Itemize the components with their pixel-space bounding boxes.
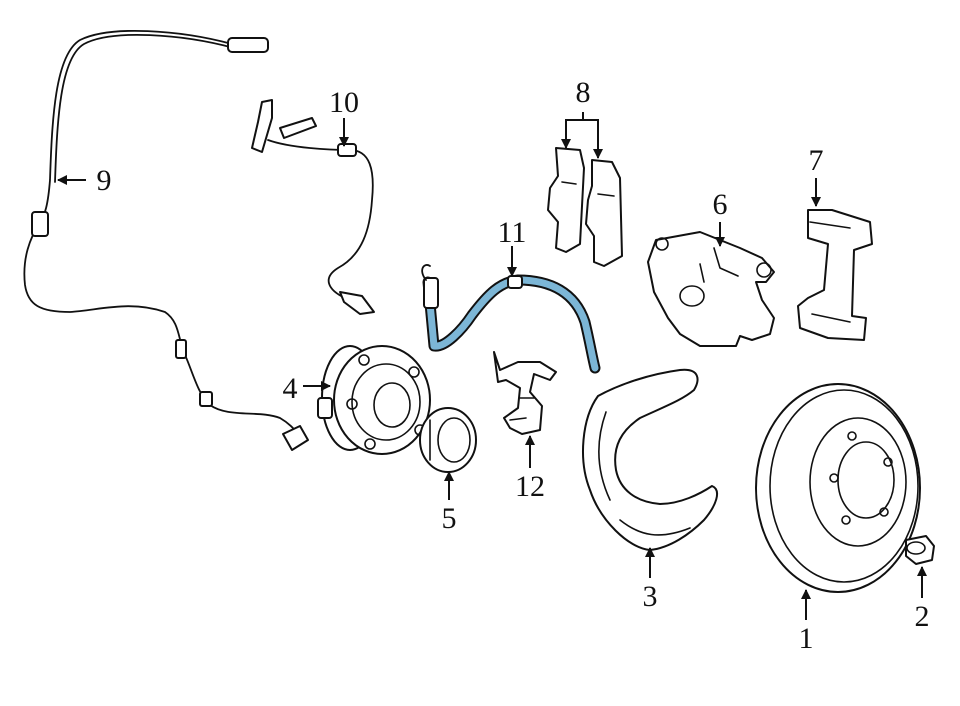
callout-6: 6 [713,188,728,221]
callout-5: 5 [442,502,457,535]
callout-9: 9 [97,164,112,197]
callout-10: 10 [329,86,359,119]
part-8-brake-pads[interactable] [547,147,623,267]
part-1-brake-rotor[interactable] [755,383,921,593]
part-10-wear-sensor[interactable] [251,99,375,315]
callout-3: 3 [643,580,658,613]
part-11-brake-hose[interactable] [421,264,601,374]
callout-2: 2 [915,600,930,633]
part-6-caliper[interactable] [647,231,775,347]
part-4-hub-bearing[interactable] [317,345,431,455]
part-2-bolt[interactable] [905,535,935,565]
callout-12: 12 [515,470,545,503]
part-3-splash-shield[interactable] [582,368,719,551]
part-7-caliper-bracket[interactable] [797,209,873,341]
part-5-seal[interactable] [419,407,477,473]
leader-arrows [57,112,927,620]
callout-1: 1 [799,622,814,655]
part-9-speed-sensor-cable[interactable] [23,30,309,451]
part-12-bracket[interactable] [493,351,557,435]
callout-4: 4 [283,372,298,405]
callout-11: 11 [498,216,527,249]
callout-8: 8 [576,76,591,109]
callout-7: 7 [809,144,824,177]
